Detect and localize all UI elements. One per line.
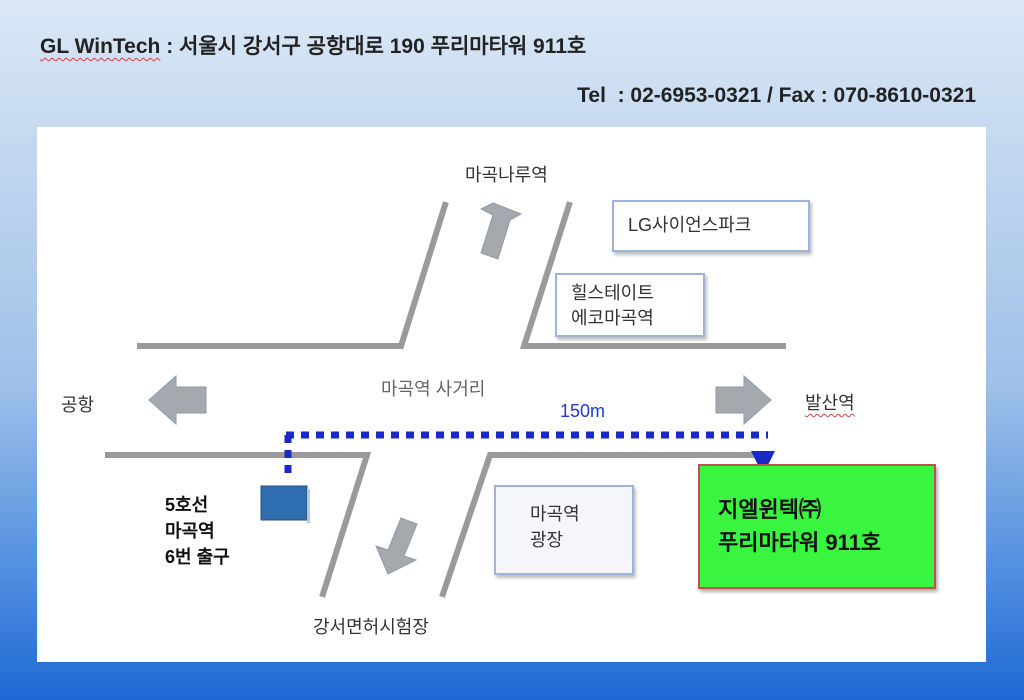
station-south-label: 강서면허시험장 — [313, 617, 429, 637]
roads — [105, 201, 786, 598]
road-south-east — [439, 452, 756, 598]
route-arrowhead — [751, 451, 775, 475]
header-contact: Tel : 02-6953-0321 / Fax : 070-8610-0321 — [577, 84, 976, 107]
exit-label-line2: 마곡역 — [165, 521, 215, 542]
road-north-east — [519, 201, 786, 349]
north-arrow — [479, 202, 523, 260]
exit-label-line3: 6번 출구 — [165, 547, 230, 568]
station-west-label: 공항 — [61, 395, 95, 415]
destination-building: 푸리마타워 911호 — [718, 530, 882, 555]
plaza-label-line2: 광장 — [530, 530, 564, 550]
subway-exit-label: 5호선 마곡역 6번 출구 — [165, 492, 230, 570]
map-drawing — [105, 201, 786, 598]
destination-box: 지엘윈텍㈜ 푸리마타워 911호 — [698, 464, 936, 589]
destination-company: 지엘윈텍㈜ — [718, 497, 821, 522]
lg-science-park-label: LG사이언스파크 — [628, 215, 752, 235]
company-name: GL WinTech — [40, 35, 161, 58]
station-east-label: 발산역 — [805, 393, 855, 413]
plaza-box: 마곡역 광장 — [494, 485, 634, 575]
lg-science-park-box: LG사이언스파크 — [612, 200, 810, 252]
road-north-west — [137, 201, 449, 349]
header-address: GL WinTech : 서울시 강서구 공항대로 190 푸리마타워 911호 — [40, 30, 586, 60]
hillstate-label-line1: 힐스테이트 — [571, 283, 654, 303]
direction-arrows — [148, 202, 772, 575]
exit-label-line1: 5호선 — [165, 495, 209, 515]
header-separator: : — [160, 35, 180, 58]
location-map: 마곡나루역 공항 발산역 강서면허시험장 마곡역 사거리 150m LG사이언스… — [37, 127, 986, 662]
intersection-label: 마곡역 사거리 — [381, 379, 486, 399]
hillstate-label-line2: 에코마곡역 — [571, 308, 654, 328]
exit-marker — [260, 485, 308, 521]
south-arrow — [375, 517, 418, 575]
distance-label: 150m — [560, 401, 606, 421]
west-arrow — [148, 374, 207, 426]
east-arrow — [715, 374, 772, 426]
walking-route — [284, 431, 775, 475]
exit-marker-shadow — [307, 489, 310, 523]
company-address: 서울시 강서구 공항대로 190 푸리마타워 911호 — [179, 35, 587, 58]
station-north-label: 마곡나루역 — [465, 165, 548, 185]
plaza-label-line1: 마곡역 — [530, 504, 580, 524]
road-south-west — [105, 452, 372, 598]
hillstate-box: 힐스테이트 에코마곡역 — [555, 273, 705, 337]
